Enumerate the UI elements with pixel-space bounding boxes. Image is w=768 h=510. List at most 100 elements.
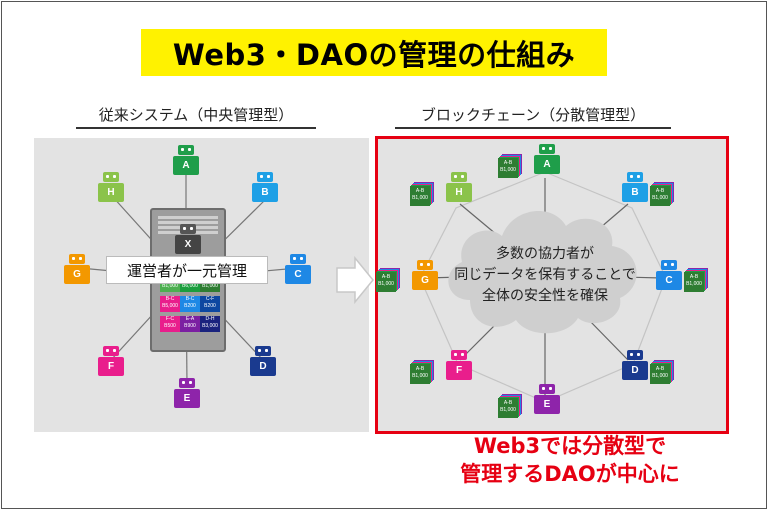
node-label: G [412,271,438,290]
node-c: C [283,254,313,284]
ledger-amount: B1,000 [500,407,516,413]
node-f: F [96,346,126,376]
robot-d-icon: D [620,350,650,380]
caption-line: 管理するDAOが中心に [460,462,680,486]
ledger-pair: A-B [381,274,391,280]
node-label: F [98,357,124,376]
node-label: H [446,183,472,202]
robot-b-icon: B [620,172,650,202]
cell-amount: B500 [164,323,176,329]
robot-h-icon: H [96,172,126,202]
transition-arrow-icon [336,256,374,304]
page-title: Web3・DAOの管理の仕組み [141,29,607,76]
node-e: E [172,378,202,408]
node-label: B [252,183,278,202]
distributed-heading: ブロックチェーン（分散管理型） [395,104,671,129]
node-label: C [656,271,682,290]
cloud-line: 多数の協力者が [496,246,594,262]
operator-label: 運営者が一元管理 [106,256,268,284]
node-a: A [171,145,201,175]
node-d: D [248,346,278,376]
robot-c-icon: C [654,260,684,290]
ledger-pair: A-B [415,188,425,194]
ledger-amount: B1,000 [652,373,668,379]
node-label: C [285,265,311,284]
ledger-amount: B1,000 [412,373,428,379]
robot-e-icon: E [172,378,202,408]
robot-d-icon: D [248,346,278,376]
centralized-heading: 従来システム（中央管理型） [76,104,316,129]
ledger-pair: A-B [689,274,699,280]
ledger-amount: B1,000 [500,167,516,173]
cell-amount: B5,000 [162,303,178,309]
cell-amount: B3,000 [202,323,218,329]
cloud-line: 同じデータを保有することで [454,267,636,283]
ledger-amount: B1,000 [686,281,702,287]
node-label: D [622,361,648,380]
shared-ledger-cloud [448,211,637,334]
cell-amount: B1,000 [162,283,178,289]
node-g: G [62,254,92,284]
node-label: B [622,183,648,202]
robot-e-icon: E [532,384,562,414]
ledger-amount: B1,000 [378,281,394,287]
cloud-line: 全体の安全性を確保 [482,288,608,304]
cell-pair: E-A [185,316,195,322]
cloud-description: 多数の協力者が 同じデータを保有することで 全体の安全性を確保 [440,244,650,307]
node-label: A [534,155,560,174]
robot-g-icon: G [410,260,440,290]
node-label: D [250,357,276,376]
cell-pair: B-C [185,296,195,302]
robot-f-icon: F [444,350,474,380]
cell-amount: B200 [204,303,216,309]
cell-pair: D-H [205,316,215,322]
cell-amount: B900 [184,323,196,329]
server-robot-icon: X [173,224,203,254]
cell-pair: B-C [165,296,175,302]
ledger-pair: A-B [655,188,665,194]
ledger-pair: A-B [655,366,665,372]
node-label: F [446,361,472,380]
node-label: H [98,183,124,202]
robot-a-icon: A [171,145,201,175]
robot-c-icon: C [283,254,313,284]
ledger-amount: B1,000 [652,195,668,201]
ledger-pair: A-B [415,366,425,372]
ledger-amount: B1,000 [412,195,428,201]
node-label: E [174,389,200,408]
caption-line: Web3では分散型で [473,434,667,458]
conclusion-caption: Web3では分散型で 管理するDAOが中心に [405,432,735,488]
cell-amount: B6,000 [182,283,198,289]
ledger-pair: A-B [503,160,513,166]
cell-amount: B200 [184,303,196,309]
cell-pair: C-F [205,296,215,302]
ledger-pair: A-B [503,400,513,406]
server-node-label: X [175,235,201,254]
robot-b-icon: B [250,172,280,202]
